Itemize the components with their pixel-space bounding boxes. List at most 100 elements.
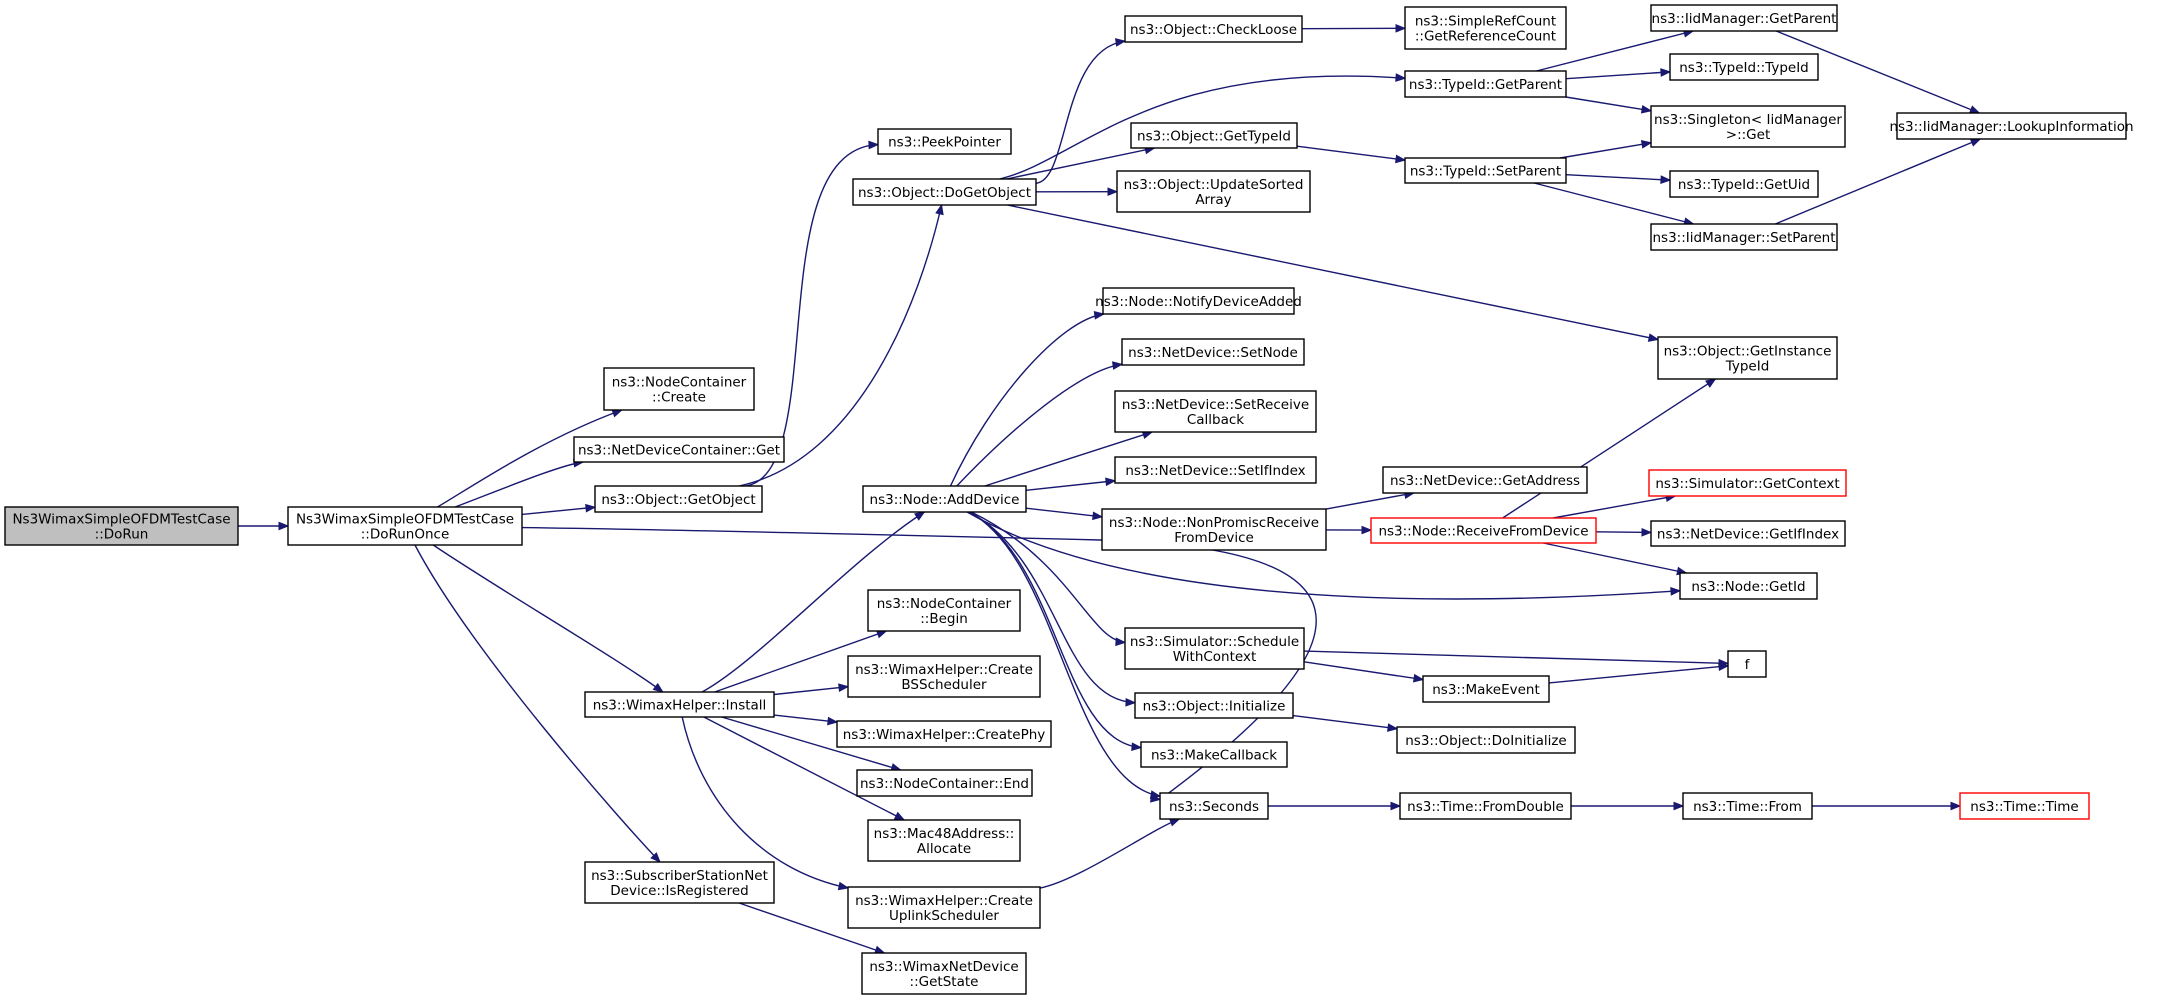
node-ndcGet[interactable]: ns3::NetDeviceContainer::Get (573, 436, 785, 463)
node-peekPointer[interactable]: ns3::PeekPointer (877, 128, 1012, 155)
node-box-simGetContext[interactable] (1648, 469, 1847, 497)
node-box-simSchedule[interactable] (1124, 627, 1305, 670)
node-box-ndSetIfIndex[interactable] (1114, 456, 1317, 484)
node-box-doGetObject[interactable] (852, 178, 1037, 206)
node-makeEvent[interactable]: ns3::MakeEvent (1422, 675, 1550, 703)
node-simGetContext[interactable]: ns3::Simulator::GetContext (1648, 469, 1847, 497)
node-typeIdTypeId[interactable]: ns3::TypeId::TypeId (1669, 53, 1819, 81)
node-box-ndSetReceiveCb[interactable] (1114, 390, 1317, 433)
node-singletonGet[interactable]: ns3::Singleton< IidManager>::Get (1650, 105, 1846, 148)
node-typeIdGetParent[interactable]: ns3::TypeId::GetParent (1404, 70, 1567, 98)
node-box-seconds[interactable] (1159, 792, 1269, 820)
node-wimaxInstall[interactable]: ns3::WimaxHelper::Install (584, 691, 775, 718)
node-box-iidGetParent[interactable] (1650, 4, 1838, 32)
node-box-srcGetRef[interactable] (1404, 6, 1567, 50)
node-iidSetParent[interactable]: ns3::IidManager::SetParent (1650, 223, 1838, 251)
node-objInitialize[interactable]: ns3::Object::Initialize (1134, 692, 1294, 719)
node-box-getObject[interactable] (594, 485, 763, 513)
node-box-iidSetParent[interactable] (1650, 223, 1838, 251)
node-ssIsRegistered[interactable]: ns3::SubscriberStationNetDevice::IsRegis… (584, 861, 775, 904)
node-box-timeTime[interactable] (1959, 792, 2090, 820)
node-doGetObject[interactable]: ns3::Object::DoGetObject (852, 178, 1037, 206)
node-wndGetState[interactable]: ns3::WimaxNetDevice::GetState (861, 952, 1027, 995)
node-getObject[interactable]: ns3::Object::GetObject (594, 485, 763, 513)
node-box-makeCallback[interactable] (1140, 741, 1288, 768)
node-box-whCreatePhy[interactable] (836, 720, 1052, 748)
node-doRun[interactable]: Ns3WimaxSimpleOFDMTestCase::DoRun (4, 506, 239, 546)
node-box-updateSorted[interactable] (1116, 170, 1311, 213)
node-box-nodeGetId[interactable] (1679, 572, 1818, 600)
node-box-nodeAddDevice[interactable] (862, 485, 1027, 513)
node-ncCreate[interactable]: ns3::NodeContainer::Create (603, 367, 755, 411)
node-srcGetRef[interactable]: ns3::SimpleRefCount::GetReferenceCount (1404, 6, 1567, 50)
node-box-wndGetState[interactable] (861, 952, 1027, 995)
node-box-typeIdGetUid[interactable] (1669, 170, 1819, 198)
node-iidGetParent[interactable]: ns3::IidManager::GetParent (1650, 4, 1838, 32)
node-box-typeIdGetParent[interactable] (1404, 70, 1567, 98)
node-box-receiveFromDevice[interactable] (1370, 517, 1597, 544)
node-box-ndGetAddress[interactable] (1382, 466, 1588, 494)
node-typeIdSetParent[interactable]: ns3::TypeId::SetParent (1404, 157, 1567, 184)
node-ncBegin[interactable]: ns3::NodeContainer::Begin (867, 589, 1021, 632)
node-timeFromDouble[interactable]: ns3::Time::FromDouble (1399, 792, 1572, 820)
node-ncEnd[interactable]: ns3::NodeContainer::End (856, 769, 1033, 797)
node-box-typeIdSetParent[interactable] (1404, 157, 1567, 184)
node-box-nonPromisc[interactable] (1101, 508, 1327, 551)
node-box-ndGetIfIndex[interactable] (1650, 520, 1846, 547)
node-ndGetAddress[interactable]: ns3::NetDevice::GetAddress (1382, 466, 1588, 494)
node-iidLookup[interactable]: ns3::IidManager::LookupInformation (1889, 112, 2134, 140)
node-box-whCreateBS[interactable] (847, 655, 1041, 698)
node-box-wimaxInstall[interactable] (584, 691, 775, 718)
node-box-objInitialize[interactable] (1134, 692, 1294, 719)
node-receiveFromDevice[interactable]: ns3::Node::ReceiveFromDevice (1370, 517, 1597, 544)
node-box-mac48Allocate[interactable] (867, 819, 1021, 862)
node-box-makeEvent[interactable] (1422, 675, 1550, 703)
node-ndGetIfIndex[interactable]: ns3::NetDevice::GetIfIndex (1650, 520, 1846, 547)
node-box-notifyDeviceAdded[interactable] (1102, 287, 1295, 315)
node-box-objDoInitialize[interactable] (1396, 726, 1576, 754)
node-timeFrom[interactable]: ns3::Time::From (1682, 792, 1813, 820)
node-box-ndSetNode[interactable] (1121, 338, 1305, 366)
node-typeIdGetUid[interactable]: ns3::TypeId::GetUid (1669, 170, 1819, 198)
node-seconds[interactable]: ns3::Seconds (1159, 792, 1269, 820)
node-nodeGetId[interactable]: ns3::Node::GetId (1679, 572, 1818, 600)
node-box-getTypeId[interactable] (1130, 122, 1298, 149)
node-box-checkLoose[interactable] (1124, 15, 1303, 43)
node-makeCallback[interactable]: ns3::MakeCallback (1140, 741, 1288, 768)
node-box-timeFrom[interactable] (1682, 792, 1813, 820)
node-box-ndcGet[interactable] (573, 436, 785, 463)
node-objDoInitialize[interactable]: ns3::Object::DoInitialize (1396, 726, 1576, 754)
node-box-getInstanceTypeId[interactable] (1657, 336, 1838, 380)
node-box-ncBegin[interactable] (867, 589, 1021, 632)
node-box-doRunOnce[interactable] (287, 506, 523, 546)
node-box-singletonGet[interactable] (1650, 105, 1846, 148)
node-box-ncCreate[interactable] (603, 367, 755, 411)
node-timeTime[interactable]: ns3::Time::Time (1959, 792, 2090, 820)
node-box-fFunc[interactable] (1727, 650, 1767, 678)
node-getTypeId[interactable]: ns3::Object::GetTypeId (1130, 122, 1298, 149)
node-doRunOnce[interactable]: Ns3WimaxSimpleOFDMTestCase::DoRunOnce (287, 506, 523, 546)
node-box-iidLookup[interactable] (1896, 112, 2127, 140)
node-checkLoose[interactable]: ns3::Object::CheckLoose (1124, 15, 1303, 43)
node-box-ncEnd[interactable] (856, 769, 1033, 797)
node-box-timeFromDouble[interactable] (1399, 792, 1572, 820)
node-notifyDeviceAdded[interactable]: ns3::Node::NotifyDeviceAdded (1095, 287, 1302, 315)
node-ndSetNode[interactable]: ns3::NetDevice::SetNode (1121, 338, 1305, 366)
node-box-doRun[interactable] (4, 506, 239, 546)
node-box-peekPointer[interactable] (877, 128, 1012, 155)
node-box-typeIdTypeId[interactable] (1669, 53, 1819, 81)
node-fFunc[interactable]: f (1727, 650, 1767, 678)
node-box-whCreateUplink[interactable] (847, 886, 1041, 929)
node-whCreatePhy[interactable]: ns3::WimaxHelper::CreatePhy (836, 720, 1052, 748)
node-ndSetIfIndex[interactable]: ns3::NetDevice::SetIfIndex (1114, 456, 1317, 484)
node-mac48Allocate[interactable]: ns3::Mac48Address::Allocate (867, 819, 1021, 862)
node-nodeAddDevice[interactable]: ns3::Node::AddDevice (862, 485, 1027, 513)
node-box-ssIsRegistered[interactable] (584, 861, 775, 904)
